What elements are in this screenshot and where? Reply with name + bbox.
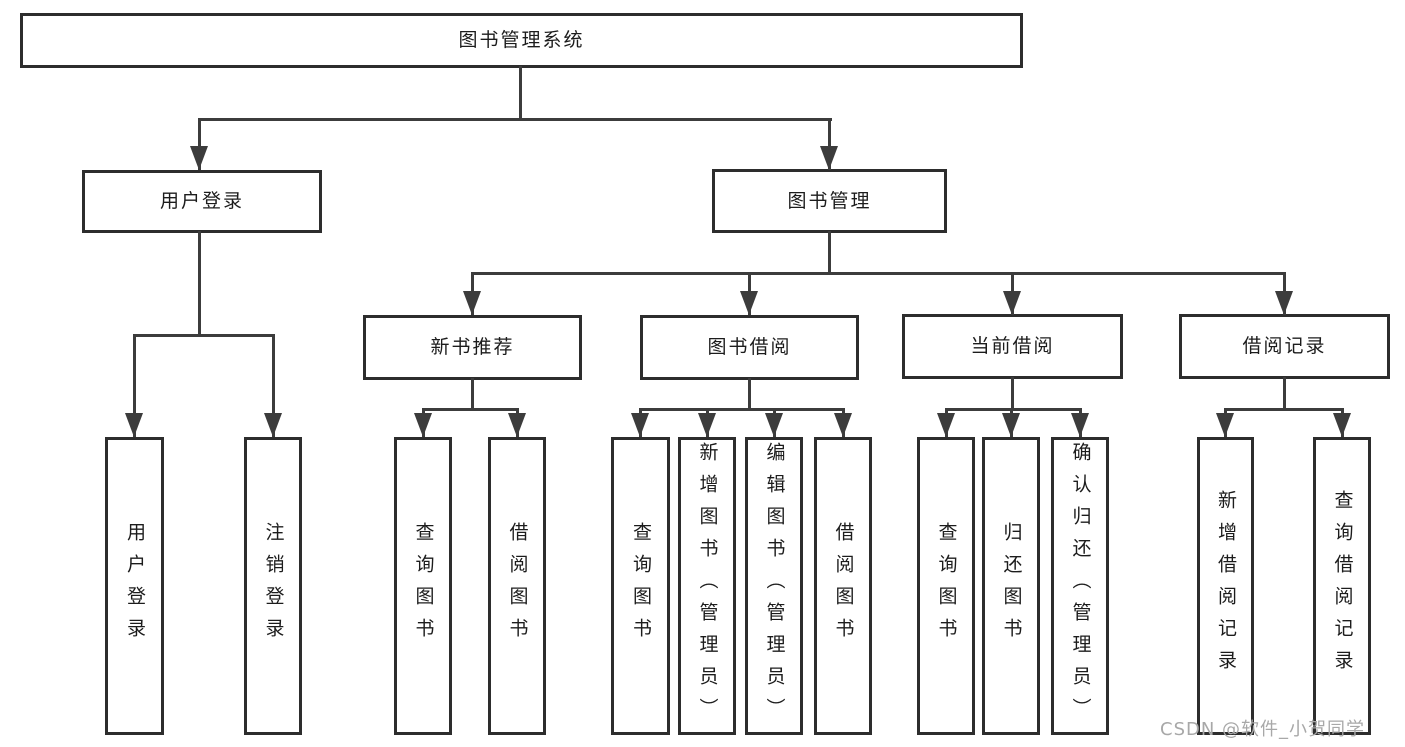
connector-line — [1011, 377, 1014, 410]
arrowhead-down-icon — [125, 413, 143, 437]
leaf-box-bb-add-books-admin: 新增图书（管理员） — [678, 437, 736, 735]
connector-line — [198, 118, 832, 121]
arrowhead-down-icon — [765, 413, 783, 437]
arrowhead-down-icon — [1003, 291, 1021, 315]
node-box-book-borrow: 图书借阅 — [640, 315, 859, 380]
node-label: 用户登录 — [159, 190, 244, 212]
leaf-box-bb-borrow-books: 借阅图书 — [814, 437, 872, 735]
connector-line — [272, 334, 275, 437]
leaf-box-cb-confirm-return-admin: 确认归还（管理员） — [1051, 437, 1109, 735]
node-label: 新增借阅记录 — [1215, 490, 1237, 682]
node-label: 图书管理 — [787, 189, 872, 212]
node-label: 注销登录 — [262, 522, 285, 650]
leaf-box-bb-edit-books-admin: 编辑图书（管理员） — [745, 437, 803, 735]
connector-line — [828, 231, 831, 274]
leaf-box-nbr-borrow-books: 借阅图书 — [488, 437, 546, 735]
connector-line — [198, 118, 201, 170]
node-label: 借阅图书 — [832, 522, 855, 650]
node-label: 用户登录 — [124, 522, 146, 650]
leaf-box-bb-query-books: 查询图书 — [611, 437, 670, 735]
connector-line — [422, 408, 519, 411]
node-box-system: 图书管理系统 — [20, 13, 1023, 68]
connector-line — [748, 378, 751, 410]
node-box-borrow-records: 借阅记录 — [1179, 314, 1390, 379]
connector-line — [1224, 408, 1344, 411]
node-label: 查询图书 — [412, 522, 435, 650]
connector-line — [133, 334, 275, 337]
connector-line — [1283, 377, 1286, 410]
node-label: 图书管理系统 — [458, 29, 585, 51]
arrowhead-down-icon — [508, 413, 526, 437]
leaf-box-user-login: 用户登录 — [105, 437, 164, 735]
leaf-box-nbr-query-books: 查询图书 — [394, 437, 452, 735]
arrowhead-down-icon — [264, 413, 282, 437]
node-label: 编辑图书（管理员） — [763, 442, 786, 730]
arrowhead-down-icon — [414, 413, 432, 437]
node-box-user-login: 用户登录 — [82, 170, 322, 233]
arrowhead-down-icon — [1216, 413, 1234, 437]
node-label: 借阅记录 — [1242, 335, 1327, 357]
node-label: 当前借阅 — [970, 335, 1055, 357]
leaf-box-cb-query-books: 查询图书 — [917, 437, 975, 735]
node-label: 新书推荐 — [430, 336, 515, 358]
leaf-box-logout: 注销登录 — [244, 437, 302, 735]
node-box-book-management: 图书管理 — [712, 169, 947, 233]
connector-line — [471, 378, 474, 410]
connector-line — [519, 66, 522, 120]
node-label: 新增图书（管理员） — [696, 442, 719, 730]
node-label: 归还图书 — [1000, 522, 1023, 650]
node-label: 图书借阅 — [707, 336, 792, 358]
arrowhead-down-icon — [1333, 413, 1351, 437]
connector-line — [828, 118, 831, 170]
arrowhead-down-icon — [820, 146, 838, 170]
node-label: 确认归还（管理员） — [1069, 442, 1092, 730]
connector-line — [945, 408, 1081, 411]
node-box-new-book-recommend: 新书推荐 — [363, 315, 582, 380]
connector-line — [639, 408, 845, 411]
leaf-box-br-add-record: 新增借阅记录 — [1197, 437, 1254, 735]
node-label: 借阅图书 — [506, 522, 529, 650]
arrowhead-down-icon — [1002, 413, 1020, 437]
arrowhead-down-icon — [698, 413, 716, 437]
node-label: 查询图书 — [630, 522, 652, 650]
arrowhead-down-icon — [740, 291, 758, 315]
leaf-box-cb-return-books: 归还图书 — [982, 437, 1040, 735]
leaf-box-br-query-record: 查询借阅记录 — [1313, 437, 1371, 735]
connector-line — [471, 272, 1286, 275]
connector-line — [198, 231, 201, 336]
arrowhead-down-icon — [1071, 413, 1089, 437]
watermark: CSDN @软件_小贺同学 — [1160, 719, 1366, 740]
node-box-current-borrow: 当前借阅 — [902, 314, 1123, 379]
node-label: 查询图书 — [935, 522, 958, 650]
arrowhead-down-icon — [834, 413, 852, 437]
arrowhead-down-icon — [190, 146, 208, 170]
arrowhead-down-icon — [631, 413, 649, 437]
arrowhead-down-icon — [937, 413, 955, 437]
node-label: 查询借阅记录 — [1331, 490, 1354, 682]
arrowhead-down-icon — [1275, 291, 1293, 315]
arrowhead-down-icon — [463, 291, 481, 315]
connector-line — [133, 334, 136, 437]
